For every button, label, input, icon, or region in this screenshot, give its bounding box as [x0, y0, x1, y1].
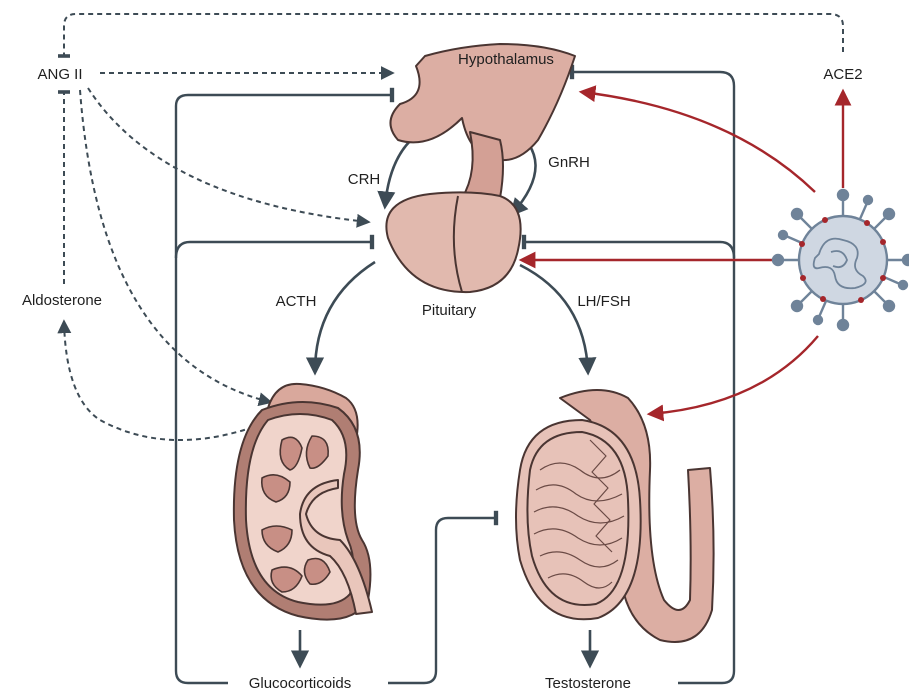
label-glucocorticoids: Glucocorticoids [249, 675, 352, 689]
virus-to-hypothalamus [582, 92, 815, 192]
glucocorticoid-to-testis [388, 518, 496, 683]
label-gnrh: GnRH [548, 154, 590, 171]
testis-illustration [516, 390, 714, 642]
label-hypothalamus: Hypothalamus [458, 51, 554, 68]
ang2-to-pituitary [88, 88, 368, 222]
pituitary-stalk [462, 132, 503, 198]
virus-envelope [799, 216, 887, 304]
adrenal-kidney-illustration [234, 384, 372, 620]
label-crh: CRH [348, 171, 381, 188]
sars-cov-2-virion-icon [773, 190, 909, 330]
glucocorticoid-feedback-pituitary [176, 242, 372, 258]
testosterone-feedback-pituitary [524, 242, 734, 258]
adrenal-to-aldosterone [64, 322, 262, 440]
acth-arrow [315, 262, 375, 372]
label-ace2: ACE2 [823, 66, 862, 83]
hypothalamus-pituitary-illustration [386, 44, 575, 292]
testis-body [516, 420, 641, 619]
label-acth: ACTH [276, 293, 317, 310]
label-aldosterone: Aldosterone [22, 292, 102, 309]
labels: Hypothalamus CRH GnRH Pituitary ACTH LH/… [22, 51, 863, 689]
label-pituitary: Pituitary [422, 302, 477, 319]
label-testosterone: Testosterone [545, 675, 631, 689]
label-ang2: ANG II [37, 66, 82, 83]
label-lh-fsh: LH/FSH [577, 293, 630, 310]
lh-fsh-arrow [520, 265, 588, 372]
virus-effect-arrows [522, 92, 843, 414]
